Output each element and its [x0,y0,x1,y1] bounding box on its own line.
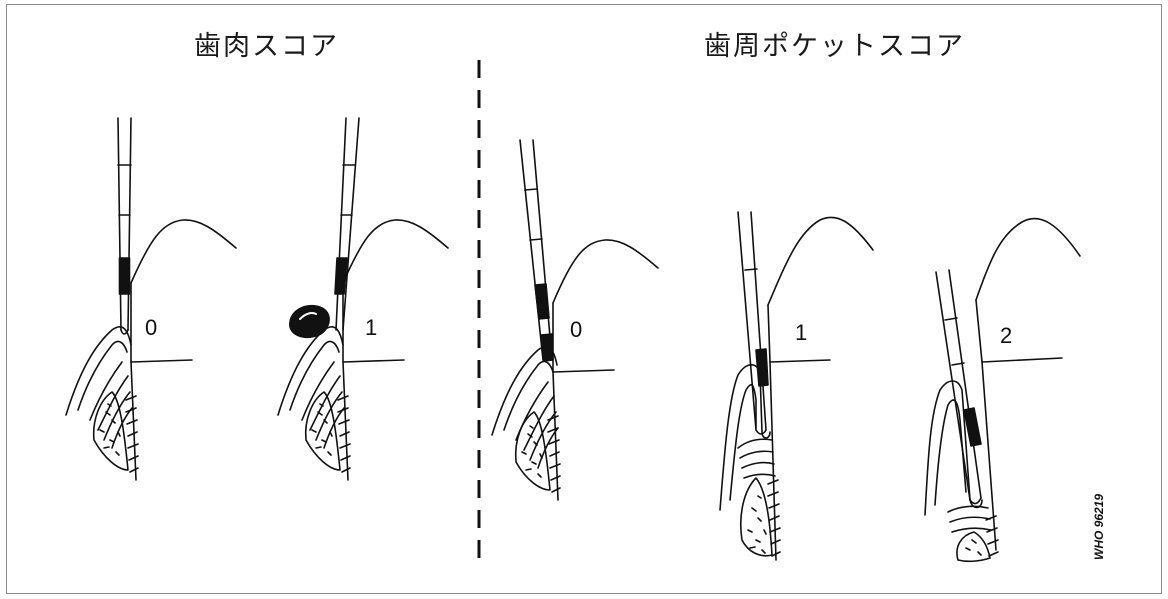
tooth-root [130,282,137,481]
periodontal-probe [737,211,769,435]
periodontal-probe [334,117,360,331]
panel-gingival-1 [277,117,449,481]
ligament-hatching [337,395,351,473]
bleeding-drop [289,304,330,338]
cej-line [342,359,405,363]
periodontal-probe [519,139,554,362]
tooth-crown [552,239,659,304]
ligament-hatching [125,395,139,473]
score-label: 2 [1000,323,1012,348]
tooth-crown [975,217,1081,301]
gingiva-outline [277,326,344,416]
bleeding-highlight [299,312,317,320]
tooth-crown [130,219,237,284]
gingival-fibers [737,438,776,479]
gingival-fibers [89,361,133,449]
tooth-crown [767,216,874,306]
cej-line [552,369,615,373]
gingiva-inner [289,340,340,411]
cej-line [130,359,193,363]
periodontal-probe [117,117,132,335]
score-label: 1 [795,320,807,345]
periodontal-pocket-score-heading: 歯周ポケットスコア [704,31,965,62]
gingiva-outline [491,346,558,436]
alveolar-bone [956,531,991,563]
bone-texture [521,425,543,478]
panel-pocket-1 [719,211,874,561]
gingival-fibers [301,361,345,449]
score-label: 0 [570,317,582,342]
gingiva-outline [719,364,771,511]
bone-texture [99,403,121,456]
ligament-hatching [547,415,561,493]
ligament-hatching [767,479,781,557]
gingiva-inner [503,360,554,431]
cej-line [981,357,1063,363]
alveolar-bone [304,391,341,471]
figure-credit: WHO 96219 [1092,494,1106,560]
score-label: 0 [145,315,157,340]
score-label: 1 [365,315,377,340]
alveolar-bone [92,391,129,471]
tooth-crown [342,219,449,284]
bone-texture [311,403,333,456]
gingival-score-heading: 歯肉スコア [194,31,339,62]
alveolar-bone [739,477,773,557]
gingiva-inner [729,384,757,501]
ligament-hatching [985,515,999,557]
gingiva-outline [65,326,132,416]
tooth-root [552,302,559,501]
gingival-fibers [515,381,559,469]
panel-pocket-2 [924,217,1081,563]
gingival-fibers [947,505,992,533]
tooth-root [975,299,997,551]
gingiva-inner [934,399,967,506]
panel-pocket-0 [491,139,659,501]
alveolar-bone [514,411,551,491]
bone-texture [965,539,982,556]
tooth-root [342,282,349,481]
bone-texture [747,495,767,554]
cej-line [769,359,831,363]
panel-gingival-0 [65,117,237,481]
periodontal-probe [935,269,982,505]
gingiva-inner [77,340,128,411]
